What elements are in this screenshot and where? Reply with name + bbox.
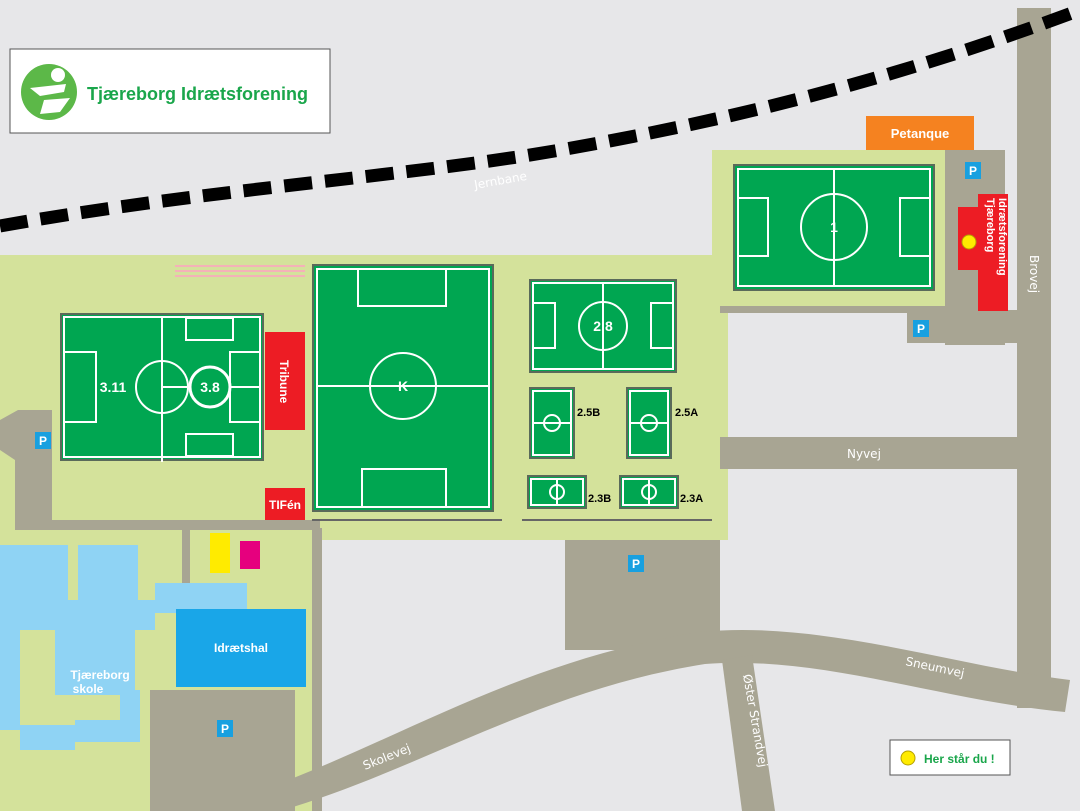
pitch-label: K: [398, 378, 408, 394]
path: [720, 306, 945, 313]
pitch-label-3-11: 3.11: [100, 379, 127, 395]
running-track: [175, 265, 305, 277]
road-sneumvej-skolevej: [262, 629, 1070, 811]
railway-label: Jernbane: [472, 169, 528, 192]
runner-logo-icon: [51, 68, 65, 82]
school-label-line2: skole: [73, 682, 104, 696]
parking-sign: P: [217, 720, 233, 737]
you-are-here-marker: [961, 234, 977, 250]
petanque-building: [866, 116, 974, 150]
runner-logo-icon: [30, 84, 70, 114]
parking-label: P: [969, 164, 977, 178]
pitch-label: 2.5B: [577, 407, 600, 419]
tribune-label: Tribune: [277, 360, 291, 404]
pitch-1: 1: [733, 164, 935, 291]
school-label-line1: Tjæreborg: [70, 668, 129, 682]
pitch-label: 2.3A: [680, 493, 703, 505]
road-nyvej: [720, 437, 1020, 469]
tifen-building: [265, 488, 305, 520]
pitch-2-3a: 2.3A: [619, 475, 703, 509]
parking-lot: [150, 690, 295, 811]
pitch-2-5b: 2.5B: [529, 387, 600, 459]
pitch-label: 1: [830, 219, 838, 235]
path: [182, 528, 190, 610]
pink-building: [240, 541, 260, 569]
petanque-label: Petanque: [891, 126, 950, 141]
pitch-label: 2.5A: [675, 407, 698, 419]
path: [0, 410, 320, 530]
road-oster-strandvej: [722, 655, 775, 811]
pitch-2-5a: 2.5A: [626, 387, 698, 459]
you-are-here-icon: [900, 750, 916, 766]
parking-signs: P P P P P: [35, 162, 981, 737]
clubhouse-label-line2: Idrætsforening: [996, 198, 1008, 276]
parking-label: P: [917, 322, 925, 336]
pitch-3-8: [188, 365, 232, 409]
parking-label: P: [221, 722, 229, 736]
parking-label: P: [632, 557, 640, 571]
clubhouse-building: Tjæreborg Idrætsforening: [958, 194, 1008, 311]
idraetshal-building: [176, 609, 306, 687]
yellow-building: [210, 533, 230, 573]
pitch-3-11: 3.11 3.8: [60, 313, 264, 462]
pitch-label: 2.8: [593, 318, 613, 334]
legend-you-are-here: Her står du !: [889, 739, 1011, 776]
club-name: Tjæreborg Idrætsforening: [87, 84, 308, 104]
parking-sign: P: [628, 555, 644, 572]
pitch-label-3-8: 3.8: [200, 379, 220, 395]
pitch-k: K: [312, 264, 494, 512]
parking-sign: P: [965, 162, 981, 179]
road-label-brovej: Brovej: [1027, 255, 1041, 293]
parking-sign: P: [913, 320, 929, 337]
parking-label: P: [39, 434, 47, 448]
school-buildings: [0, 545, 247, 750]
parking-sign: P: [35, 432, 51, 449]
clubhouse-label-line1: Tjæreborg: [984, 198, 996, 252]
pitch-2-8: 2.8: [529, 279, 677, 373]
club-logo: Tjæreborg Idrætsforening: [9, 48, 331, 134]
path: [312, 528, 322, 811]
road-label-nyvej: Nyvej: [847, 447, 881, 461]
tribune-building: [265, 332, 305, 430]
tifen-label: TIFén: [269, 498, 301, 512]
pitch-2-3b: 2.3B: [527, 475, 611, 509]
pitch-label: 2.3B: [588, 493, 611, 505]
road-brovej: [1017, 8, 1051, 708]
legend-label: Her står du !: [924, 752, 995, 766]
idraetshal-label: Idrætshal: [214, 641, 268, 655]
